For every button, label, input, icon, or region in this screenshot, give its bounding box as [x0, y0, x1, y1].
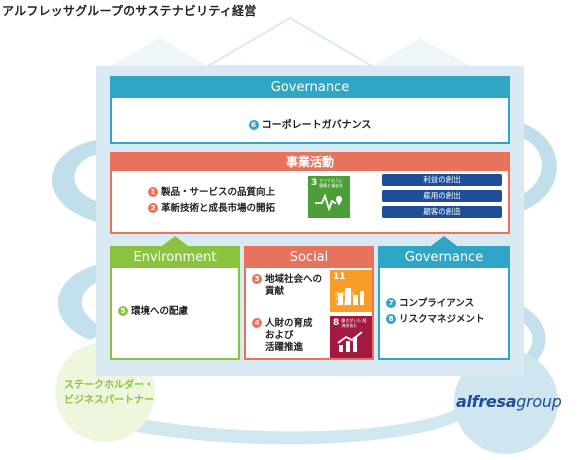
stakeholder-line1: ステークホルダー・	[64, 380, 154, 391]
social-title: Social	[246, 248, 372, 268]
item-label-line1: 地域社会への	[265, 274, 323, 285]
item-label: リスクマネジメント	[399, 314, 485, 325]
spiral-ribbon-back	[51, 140, 110, 225]
governance-top-title: Governance	[112, 78, 508, 98]
item-label: 革新技術と成長市場の開拓	[161, 203, 276, 214]
item-number-badge: 2	[148, 203, 158, 213]
stakeholder-label: ステークホルダー・ ビジネスパートナー	[64, 378, 154, 408]
item-number-badge: 5	[118, 306, 128, 316]
governance-title: Governance	[380, 248, 508, 268]
item-label: 環境への配慮	[131, 306, 189, 317]
house-roof-side-left	[110, 38, 208, 66]
logo-part1: alfresa	[456, 392, 517, 411]
spiral-ribbon-right-low	[470, 300, 546, 395]
logo-circle	[454, 350, 558, 454]
item-number-badge: 4	[252, 318, 262, 328]
item-label-line3: 活躍推進	[265, 342, 304, 353]
page-title: アルフレッサグループのサステナビリティ経営	[2, 4, 257, 18]
business-activities-title: 事業活動	[112, 154, 508, 171]
item-label: コンプライアンス	[399, 298, 475, 309]
logo-part2: group	[516, 392, 562, 411]
arrow-up-icon	[162, 236, 188, 246]
item-number-badge: 3	[252, 274, 262, 284]
arrow-up-icon	[431, 236, 457, 246]
item-label-line1: 人財の育成	[265, 318, 313, 329]
sdg-number: 3	[311, 178, 318, 188]
value-pill: 顧客の創造	[382, 206, 502, 218]
item-label: コーポレートガバナンス	[261, 120, 372, 131]
spiral-ribbon-bottom	[60, 395, 470, 445]
item-number-badge: 1	[148, 187, 158, 197]
environment-title: Environment	[112, 248, 238, 268]
item-label-line2: および	[265, 330, 294, 341]
item-label: 製品・サービスの品質向上	[161, 187, 276, 198]
item-label-line2: 貢献	[265, 286, 285, 297]
city-icon	[338, 288, 364, 305]
stakeholder-line2: ビジネスパートナー	[64, 395, 154, 406]
house-roof-side-right	[372, 38, 470, 66]
sdg-number: 8	[333, 318, 340, 328]
sdg-text: 働きがいも 経済成長も	[341, 318, 367, 328]
item-number-badge: 7	[386, 298, 396, 308]
sdg-11-icon: 11住み続けられる まちづくりを	[330, 270, 372, 312]
company-logo: alfresagroup	[456, 392, 562, 411]
sdg-text: すべての人に 健康と福祉を	[319, 178, 344, 188]
growth-chart-icon	[337, 331, 363, 352]
item-number-badge: 6	[248, 120, 259, 130]
sdg-number: 11	[333, 272, 346, 282]
value-pill: 雇用の創出	[382, 190, 502, 202]
heartbeat-icon	[315, 193, 342, 211]
value-pill: 利益の創出	[382, 174, 502, 186]
spiral-ribbon-right	[510, 120, 557, 215]
item-number-badge: 8	[386, 314, 396, 324]
